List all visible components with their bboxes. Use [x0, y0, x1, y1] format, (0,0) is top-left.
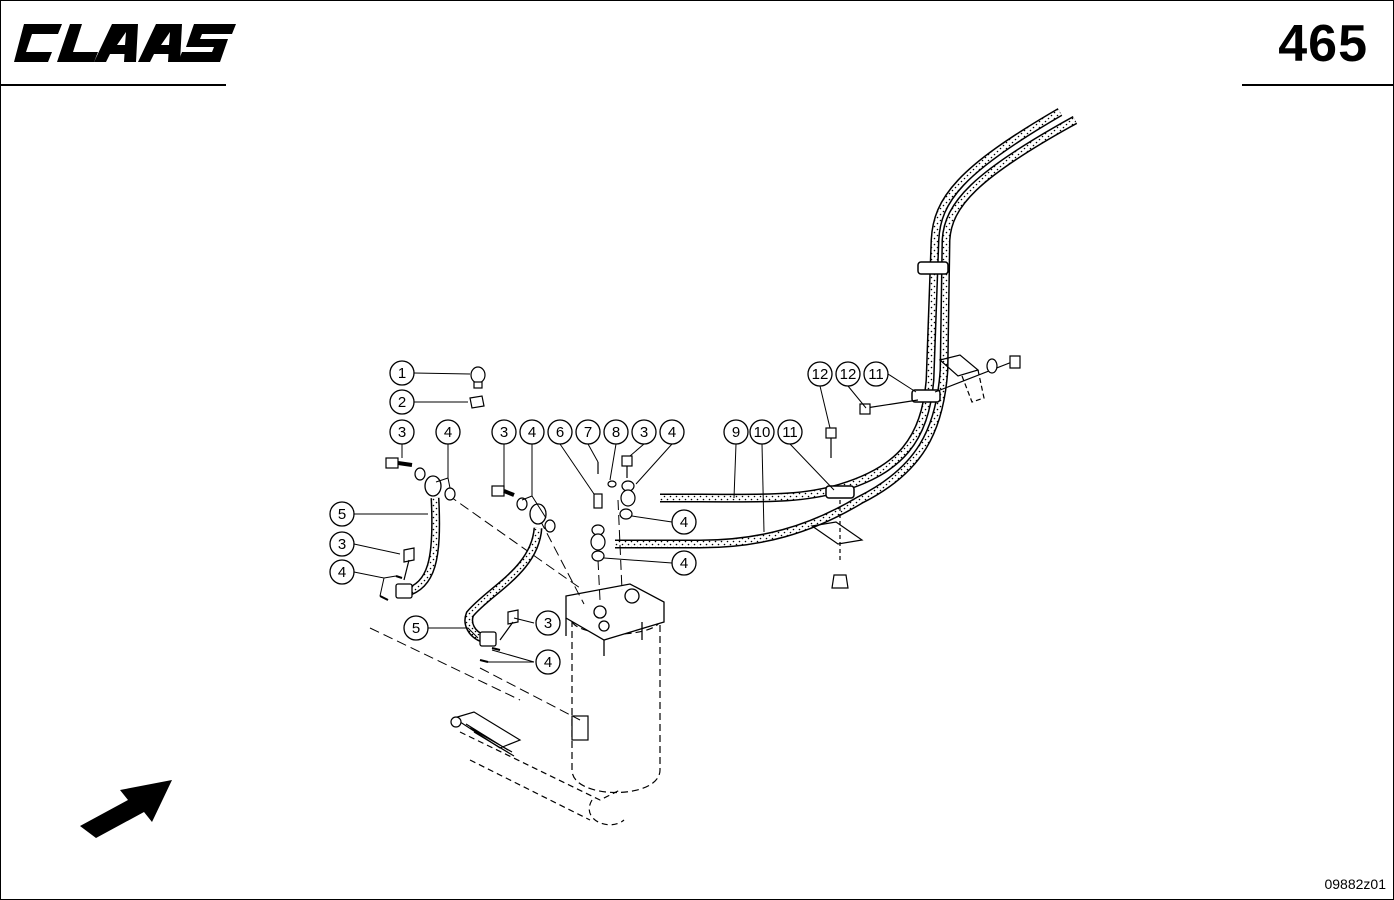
- svg-text:3: 3: [338, 536, 346, 553]
- callout-4-washer-a: 4: [671, 509, 697, 535]
- fitting-middle: [479, 503, 547, 647]
- callout-3-middle: 3: [491, 419, 517, 445]
- callout-8: 8: [603, 419, 629, 445]
- callout-4-bottom: 4: [535, 649, 561, 675]
- short-hose-left: [403, 497, 441, 598]
- callout-3-lower-left: 3: [329, 531, 355, 557]
- spring-assembly: [450, 711, 589, 757]
- svg-text:12: 12: [840, 366, 857, 383]
- callout-6: 6: [547, 419, 573, 445]
- svg-text:11: 11: [782, 424, 798, 441]
- callout-3-right: 3: [631, 419, 657, 445]
- svg-text:3: 3: [398, 424, 406, 441]
- short-hose-middle: [464, 527, 543, 643]
- callout-10: 10: [749, 419, 775, 445]
- callout-11-upper: 11: [863, 361, 889, 387]
- header-rule-right: [1242, 84, 1394, 86]
- callout-4-middle: 4: [519, 419, 545, 445]
- leader-lines: [353, 372, 917, 663]
- callout-4-washer-b: 4: [671, 550, 697, 576]
- fitting-left: [395, 475, 442, 599]
- callouts: 1 2 3 4 5 3 4 3 4 6 7 8 3 4 4 4 9 10 11 …: [329, 360, 889, 675]
- callout-12-a: 12: [807, 361, 833, 387]
- svg-text:4: 4: [544, 654, 552, 671]
- svg-text:11: 11: [868, 366, 884, 383]
- svg-text:5: 5: [338, 506, 346, 523]
- claas-logo: [14, 24, 236, 62]
- mounting-bracket-lower: [459, 731, 625, 826]
- callout-3-left: 3: [389, 419, 415, 445]
- svg-text:10: 10: [754, 424, 771, 441]
- svg-text:3: 3: [500, 424, 508, 441]
- page-number: 465: [1278, 15, 1368, 73]
- reference-lines: [369, 494, 623, 721]
- svg-text:3: 3: [544, 615, 552, 632]
- small-parts: [379, 366, 636, 663]
- direction-arrow-icon: [80, 780, 172, 838]
- svg-text:1: 1: [398, 365, 406, 382]
- long-hose-lower: [615, 116, 1078, 549]
- callout-9: 9: [723, 419, 749, 445]
- svg-text:4: 4: [338, 564, 346, 581]
- callout-11-lower: 11: [777, 419, 803, 445]
- long-hose-upper: [660, 108, 1063, 503]
- callout-1: 1: [389, 360, 415, 386]
- svg-text:6: 6: [556, 424, 564, 441]
- bracket-lower: [810, 500, 864, 589]
- svg-text:3: 3: [640, 424, 648, 441]
- drawing-code: 09882z01: [1324, 876, 1386, 892]
- svg-text:4: 4: [668, 424, 676, 441]
- svg-text:8: 8: [612, 424, 620, 441]
- callout-3-bottom: 3: [535, 610, 561, 636]
- svg-text:4: 4: [444, 424, 452, 441]
- bracket-upper-right: [934, 354, 1021, 403]
- header-rule-left: [0, 84, 226, 86]
- callout-2: 2: [389, 389, 415, 415]
- callout-7: 7: [575, 419, 601, 445]
- svg-text:4: 4: [528, 424, 536, 441]
- svg-text:4: 4: [680, 514, 688, 531]
- bolt-12: [825, 399, 919, 458]
- svg-text:5: 5: [412, 620, 420, 637]
- callout-5-upper: 5: [329, 501, 355, 527]
- callout-5-lower: 5: [403, 615, 429, 641]
- svg-text:4: 4: [680, 555, 688, 572]
- callout-4-lower-left: 4: [329, 559, 355, 585]
- svg-text:9: 9: [732, 424, 740, 441]
- svg-text:2: 2: [398, 394, 406, 411]
- svg-text:12: 12: [812, 366, 829, 383]
- callout-4-right: 4: [659, 419, 685, 445]
- filter-head: [565, 583, 665, 656]
- svg-text:7: 7: [584, 424, 592, 441]
- callout-12-b: 12: [835, 361, 861, 387]
- callout-4-left: 4: [435, 419, 461, 445]
